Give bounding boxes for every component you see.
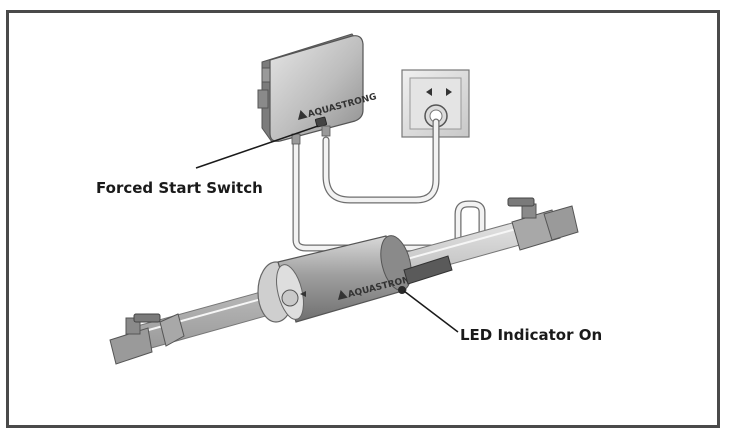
brand-logo-icon — [298, 110, 308, 120]
right-valve-icon — [507, 197, 579, 251]
led-indicator-icon — [398, 286, 406, 294]
power-cable — [322, 118, 440, 204]
sensor-cable — [292, 136, 486, 256]
flow-sensor: AQUASTRONG — [257, 235, 453, 323]
led-leader-line — [403, 290, 459, 333]
brand-logo-icon — [338, 290, 348, 300]
forced-start-switch-label: Forced Start Switch — [96, 179, 263, 197]
cable-gland-icon — [321, 125, 331, 137]
cable-gland-icon — [291, 133, 301, 145]
controller-box: AQUASTRONG — [257, 33, 378, 145]
switch-leader-line — [195, 125, 319, 169]
left-valve-icon — [109, 313, 185, 365]
led-indicator-label: LED Indicator On — [460, 326, 602, 344]
